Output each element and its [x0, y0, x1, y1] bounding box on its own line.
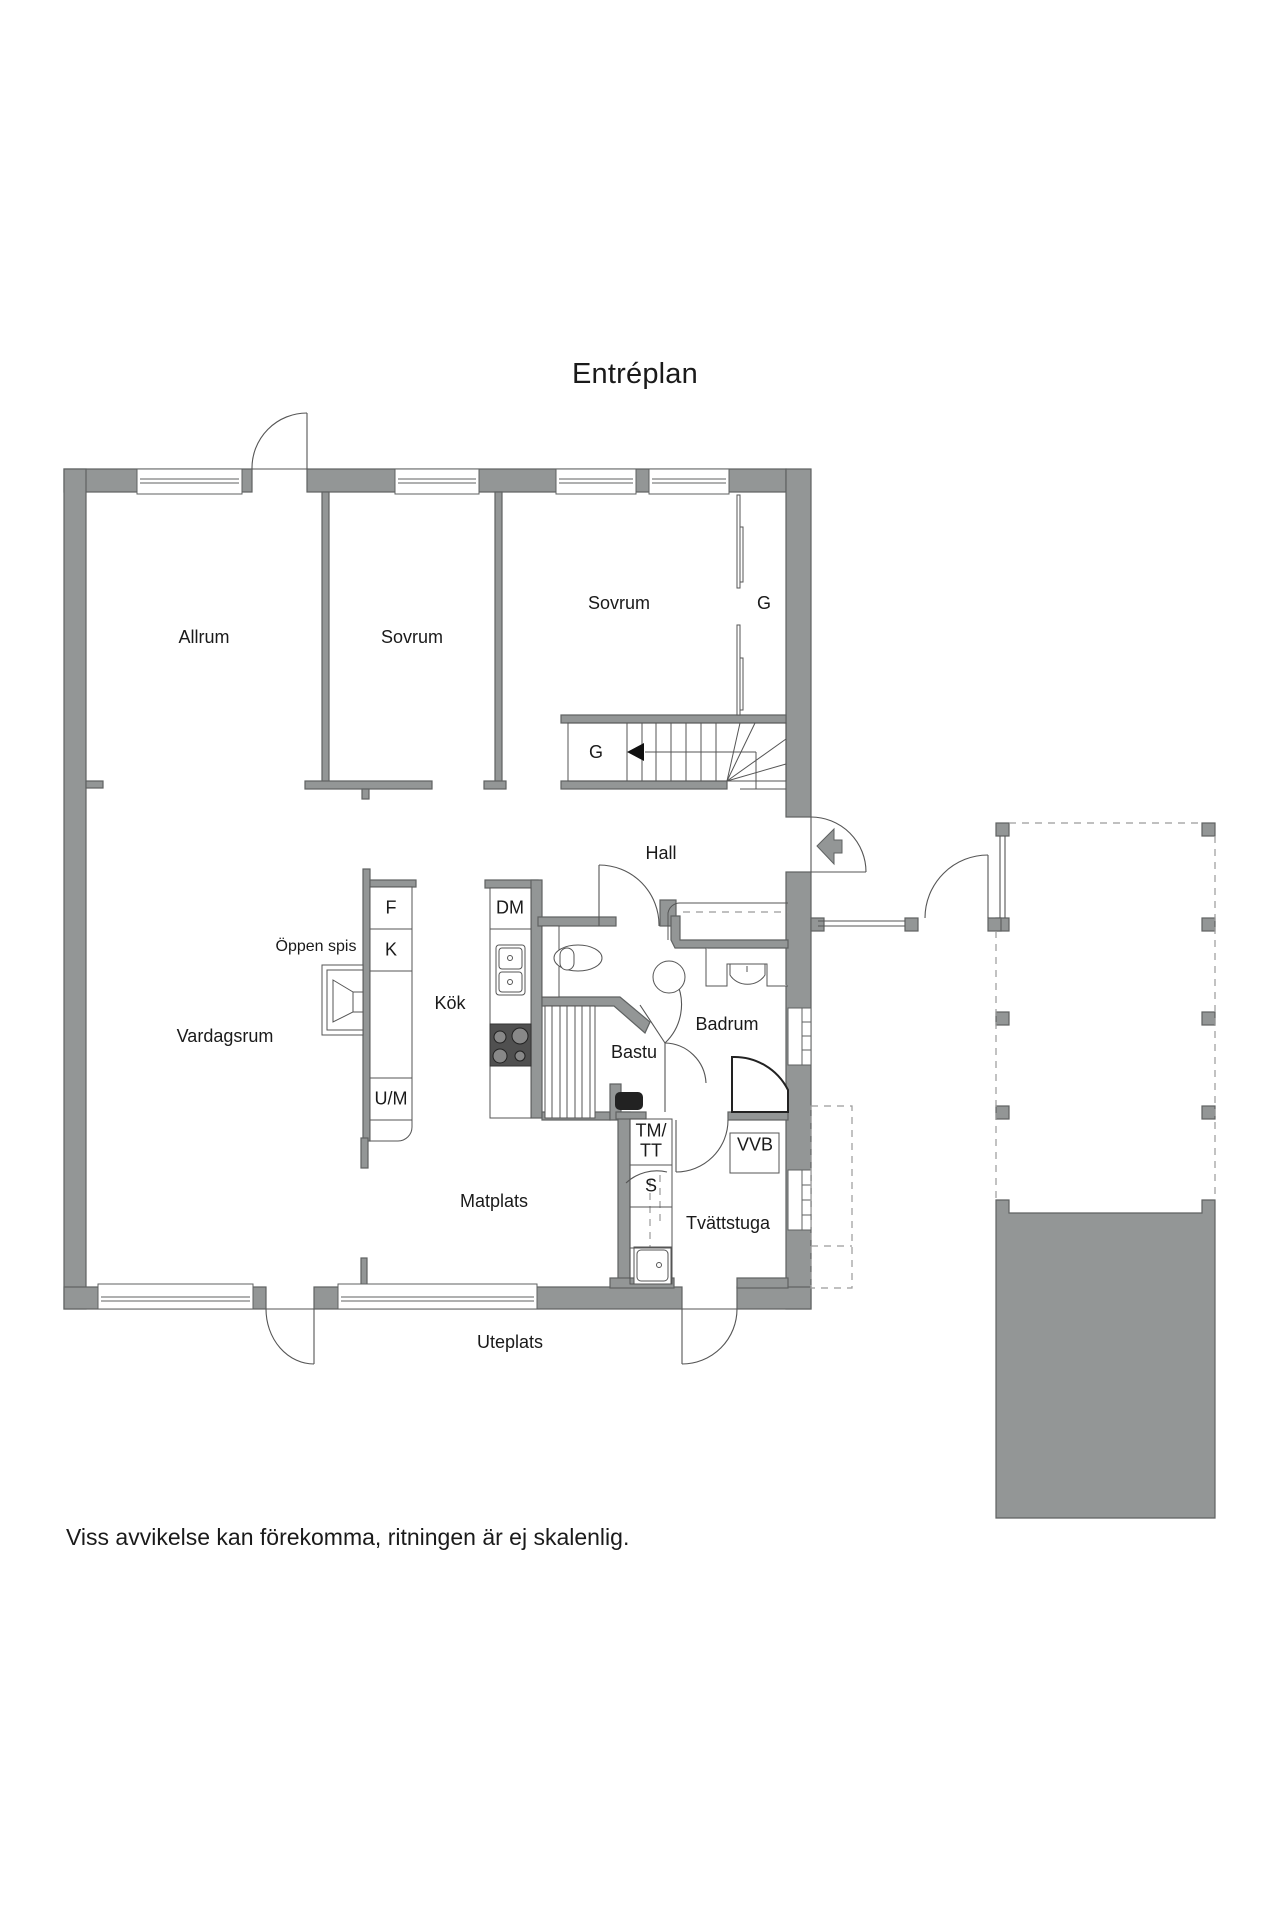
wall-left	[63, 468, 87, 1310]
room-label-hall: Hall	[645, 843, 677, 863]
disclaimer-note: Viss avvikelse kan förekomma, ritningen …	[66, 1524, 630, 1550]
room-label-tvattstuga: Tvättstuga	[685, 1213, 771, 1233]
appliance-label-oven-micro: U/M	[374, 1088, 408, 1109]
appliance-label-water-heater: VVB	[736, 1134, 774, 1155]
room-label-kok: Kök	[434, 993, 466, 1013]
appliance-label-freezer: K	[384, 939, 398, 960]
wall-bottom-right	[736, 1286, 812, 1310]
appliance-label-fridge: F	[385, 897, 397, 918]
room-label-garderob-2: G	[588, 742, 604, 762]
room-label-sovrum-1: Sovrum	[380, 627, 444, 647]
appliance-label-washer-line2: TT	[640, 1140, 662, 1161]
plan-title: Entréplan	[572, 358, 698, 390]
room-label-badrum: Badrum	[695, 1014, 759, 1034]
stair-arrow-icon	[627, 743, 644, 761]
wall-right-bottom	[785, 871, 812, 1310]
sauna-heater-icon	[615, 1092, 643, 1110]
room-label-sovrum-2: Sovrum	[587, 593, 651, 613]
storage-block	[995, 1199, 1216, 1519]
stove-icon	[489, 1023, 532, 1067]
entrance-arrow-icon	[816, 827, 843, 866]
room-label-uteplats: Uteplats	[476, 1332, 544, 1352]
room-label-matplats: Matplats	[459, 1191, 529, 1211]
room-label-garderob-1: G	[756, 593, 772, 613]
room-label-bastu: Bastu	[610, 1042, 658, 1062]
room-label-allrum: Allrum	[178, 627, 230, 647]
appliance-label-dishwasher: DM	[496, 897, 524, 918]
room-label-vardagsrum: Vardagsrum	[176, 1026, 274, 1046]
wall-right-top	[785, 468, 812, 818]
appliance-label-storage: S	[644, 1175, 658, 1196]
room-label-oppen-spis: Öppen spis	[275, 938, 357, 955]
appliance-label-washer-line1: TM/	[635, 1120, 667, 1141]
